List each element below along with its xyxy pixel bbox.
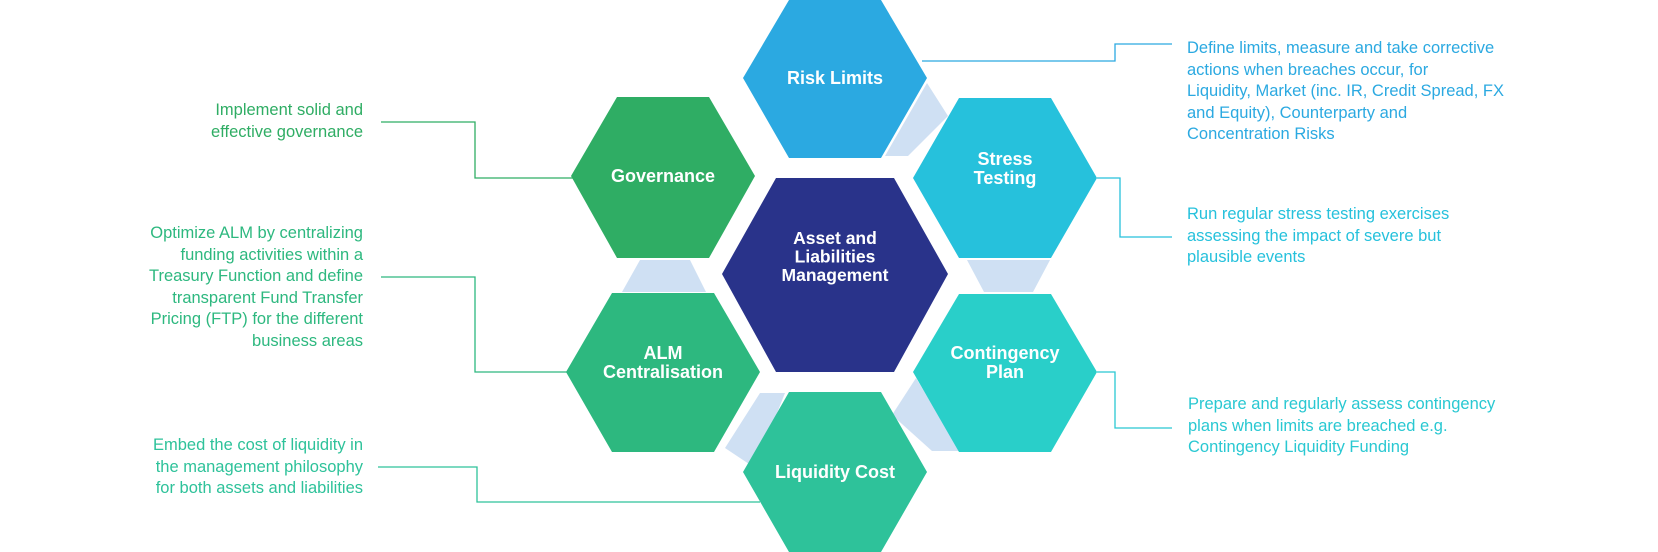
connector-bands	[622, 83, 1050, 468]
description-line: actions when breaches occur, for	[1187, 60, 1429, 79]
governance-hexagon: Governance	[571, 97, 755, 258]
connector-governance-alm	[622, 260, 706, 292]
description-line: plans when limits are breached e.g.	[1188, 416, 1448, 435]
liquidity-cost-description: Embed the cost of liquidity in the manage…	[153, 435, 363, 500]
hex-label-line: Liquidity Cost	[775, 462, 895, 482]
risk-limits-label: Risk Limits	[787, 68, 883, 88]
hex-label-line: Contingency	[950, 343, 1059, 363]
hex-label-line: Stress	[977, 149, 1032, 169]
hex-label-line: Testing	[974, 168, 1037, 188]
hex-label-line: Asset and	[793, 228, 877, 248]
connector-alm-liquidity	[725, 393, 785, 468]
description-line: Concentration Risks	[1187, 125, 1335, 143]
contingency-plan-description: Prepare and regularly assess contingency…	[1188, 394, 1495, 459]
description-line: assessing the impact of severe but	[1187, 226, 1442, 245]
liquidity-cost-hexagon: Liquidity Cost	[743, 392, 927, 552]
leader-line-governance	[381, 121, 573, 179]
description-line: and Equity), Counterparty and	[1187, 103, 1408, 122]
description-line: the management philosophy	[155, 457, 363, 476]
description-line: for both assets and liabilities	[155, 479, 363, 497]
description-line: business areas	[252, 331, 363, 350]
liquidity-cost-label: Liquidity Cost	[775, 462, 895, 482]
description-line: plausible events	[1187, 248, 1306, 266]
risk-limits-hexagon: Risk Limits	[743, 0, 927, 158]
hex-label-line: Liabilities	[795, 246, 876, 266]
connector-risk-stress	[885, 83, 948, 156]
connector-stress-contingency	[967, 260, 1050, 292]
hex-label-line: Risk Limits	[787, 68, 883, 88]
hex-label-line: Plan	[986, 362, 1024, 382]
description-line: Prepare and regularly assess contingency	[1188, 395, 1496, 413]
leader-line-contingency-plan	[1097, 371, 1172, 429]
description-line: Optimize ALM by centralizing	[150, 224, 363, 242]
description-line: Contingency Liquidity Funding	[1188, 438, 1410, 456]
governance-description: Implement solid and effective governance	[211, 100, 363, 143]
hex-label-line: Centralisation	[603, 362, 723, 382]
hex-label-line: Management	[782, 265, 889, 285]
leader-line-alm-centralisation	[381, 276, 568, 373]
alm-centralisation-description: Optimize ALM by centralizing funding acti…	[149, 223, 363, 352]
description-line: Pricing (FTP) for the different	[150, 310, 363, 328]
description-line: Define limits, measure and take correcti…	[1187, 39, 1495, 57]
description-line: Embed the cost of liquidity in	[152, 436, 363, 454]
hex-label-line: Governance	[611, 166, 715, 186]
leader-line-stress-testing	[1097, 177, 1172, 238]
connector-contingency-liquidity	[892, 378, 960, 451]
leader-lines	[378, 43, 1172, 503]
description-line: Treasury Function and define	[148, 267, 363, 285]
description-line: Run regular stress testing exercises	[1187, 205, 1450, 223]
description-line: effective governance	[211, 122, 363, 141]
stress-testing-description: Run regular stress testing exercises asse…	[1187, 204, 1449, 269]
description-line: Implement solid and	[215, 101, 363, 119]
description-line: funding activities within a	[180, 245, 363, 264]
description-line: Liquidity, Market (inc. IR, Credit Sprea…	[1187, 82, 1504, 100]
risk-limits-description: Define limits, measure and take correcti…	[1187, 38, 1504, 146]
leader-line-liquidity-cost	[378, 466, 760, 503]
hex-label-line: ALM	[644, 343, 683, 363]
governance-label: Governance	[611, 166, 715, 186]
leader-line-risk-limits	[922, 43, 1172, 62]
description-line: transparent Fund Transfer	[172, 288, 363, 307]
